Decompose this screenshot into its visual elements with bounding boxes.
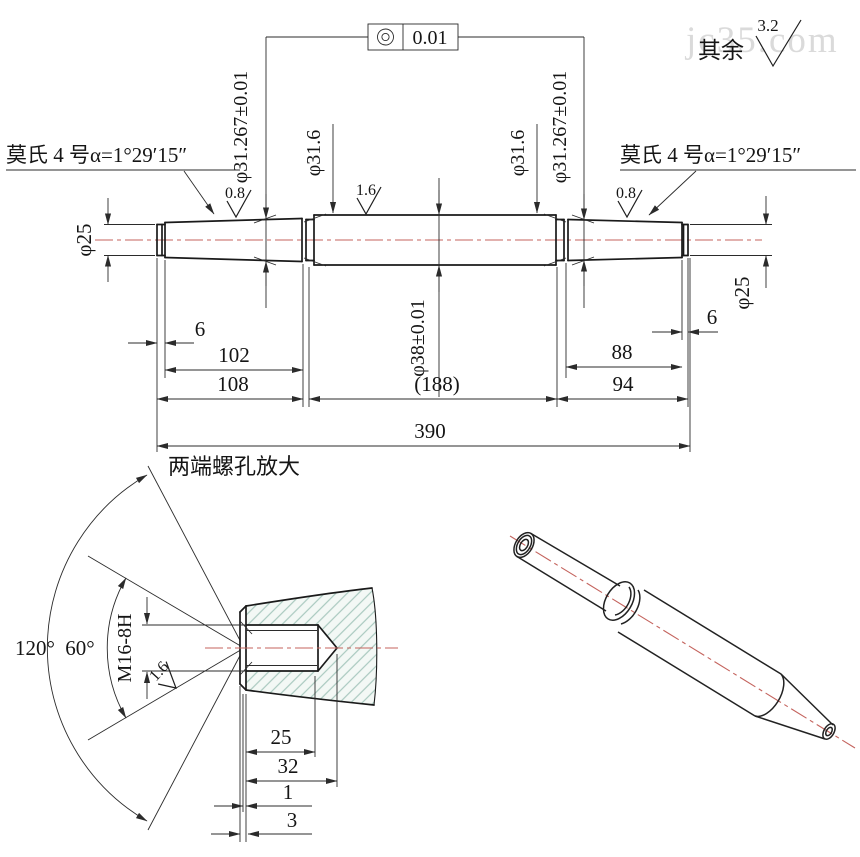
thread-dimension: M16-8H bbox=[114, 597, 246, 699]
thread-label: M16-8H bbox=[114, 614, 136, 683]
dim-6-right: 6 bbox=[707, 305, 718, 329]
tolerance-value: 0.01 bbox=[413, 27, 448, 49]
dim-88: 88 bbox=[612, 340, 633, 364]
dim-390: 390 bbox=[414, 419, 446, 443]
diameter-dimensions: φ25 φ25 φ31.267±0.01 φ31.267±0.01 φ31.6 … bbox=[72, 37, 770, 397]
watermark-text: jc35.com bbox=[684, 20, 839, 61]
dim-188: (188) bbox=[414, 372, 460, 396]
surface-note-value: 3.2 bbox=[757, 16, 778, 35]
roughness-08-left: 0.8 bbox=[225, 185, 245, 202]
dim-3: 3 bbox=[287, 808, 298, 832]
dim-94: 94 bbox=[613, 372, 635, 396]
dim-25: 25 bbox=[271, 725, 292, 749]
sectioned-body bbox=[205, 587, 398, 706]
surface-note-prefix: 其余 bbox=[698, 38, 744, 63]
morse-left-label: 莫氏 4 号α=1°29′15″ bbox=[6, 143, 187, 167]
detail-dimensions: 25 32 1 3 bbox=[211, 654, 338, 842]
roughness-marks: 0.8 1.6 0.8 bbox=[225, 182, 643, 219]
surface-finish-note: 其余 3.2 bbox=[698, 16, 802, 68]
dim-1: 1 bbox=[283, 780, 294, 804]
angle-arc-120 bbox=[46, 474, 148, 822]
iso-centerline bbox=[509, 535, 856, 749]
morse-callout-right: 莫氏 4 号α=1°29′15″ bbox=[620, 143, 856, 216]
angle-arc-60 bbox=[106, 577, 127, 719]
dim-102: 102 bbox=[218, 343, 250, 367]
dim-6-left: 6 bbox=[195, 317, 206, 341]
tolerance-frame: 0.01 bbox=[266, 23, 584, 51]
roughness-08-left-icon bbox=[226, 189, 252, 219]
dia-25-left: φ25 bbox=[72, 223, 96, 256]
dia-316-left: φ31.6 bbox=[303, 130, 325, 177]
dia-38: φ38±0.01 bbox=[407, 299, 429, 377]
angle-60-label: 60° bbox=[65, 636, 94, 660]
detail-view: 两端螺孔放大 120° 60° bbox=[15, 454, 398, 842]
concentricity-icon bbox=[377, 28, 394, 46]
roughness-16-detail-icon bbox=[157, 661, 177, 689]
morse-right-label: 莫氏 4 号α=1°29′15″ bbox=[620, 143, 801, 167]
dia-31267-left: φ31.267±0.01 bbox=[230, 71, 252, 184]
dia-25-right: φ25 bbox=[730, 276, 754, 309]
roughness-16-detail-label: 1.6 bbox=[146, 658, 172, 684]
detail-title: 两端螺孔放大 bbox=[168, 454, 300, 479]
roughness-08-right-icon bbox=[617, 189, 643, 219]
isometric-view bbox=[509, 531, 856, 749]
dim-108: 108 bbox=[217, 372, 249, 396]
roughness-16-mid-icon bbox=[356, 186, 382, 216]
dia-316-right: φ31.6 bbox=[507, 130, 529, 177]
roughness-16-mid: 1.6 bbox=[356, 182, 376, 199]
morse-callout-left: 莫氏 4 号α=1°29′15″ bbox=[6, 143, 240, 215]
angle-120-label: 120° bbox=[15, 636, 55, 660]
roughness-08-right: 0.8 bbox=[616, 185, 636, 202]
dim-32: 32 bbox=[278, 754, 299, 778]
cone-lines bbox=[87, 465, 245, 831]
dia-31267-right: φ31.267±0.01 bbox=[549, 71, 571, 184]
length-dimensions: 6 102 108 (188) 88 94 6 390 bbox=[128, 305, 718, 450]
roughness-16-detail: 1.6 bbox=[146, 658, 177, 689]
front-view: 6 102 108 (188) 88 94 6 390 φ25 φ25 bbox=[6, 16, 856, 452]
roughness-icon bbox=[755, 19, 802, 68]
